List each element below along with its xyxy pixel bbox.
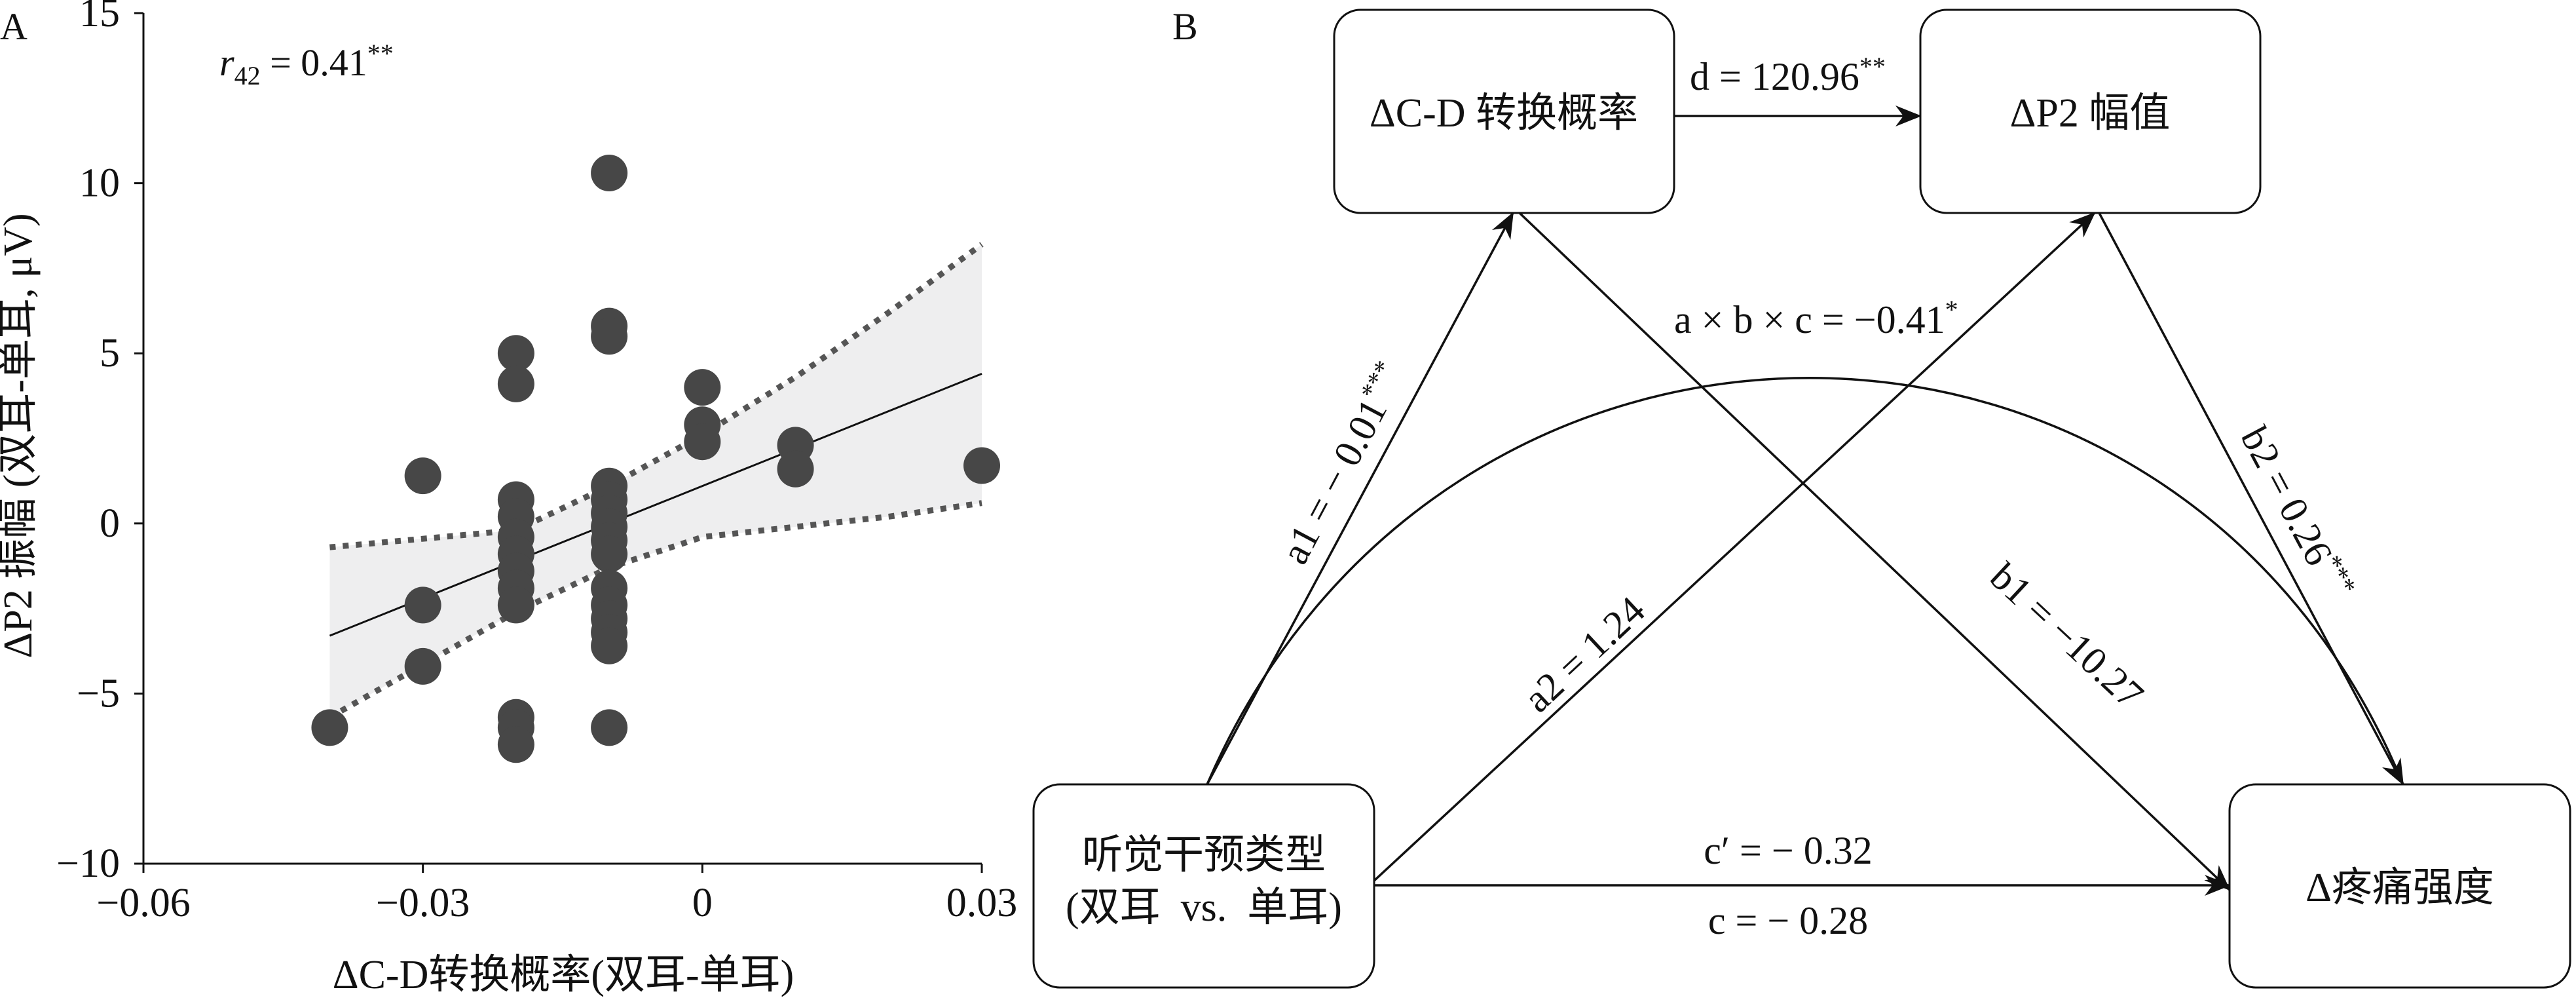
data-point	[963, 447, 1000, 484]
label-abc-text: a × b × c = −0.41	[1674, 298, 1945, 341]
y-tick-label: −5	[77, 671, 120, 716]
node-cd-transition: ΔC-D 转换概率	[1333, 9, 1675, 214]
data-point	[497, 726, 534, 763]
edge-type-to-cd	[1206, 212, 1514, 785]
data-point	[497, 365, 534, 402]
data-point	[404, 586, 441, 624]
x-tick-label: 0.03	[946, 881, 1018, 925]
data-point	[591, 709, 628, 746]
y-tick-label: 0	[100, 501, 120, 546]
y-axis-title: ΔP2 振幅 (双耳-单耳, μV)	[0, 213, 41, 658]
label-abc: a × b × c = −0.41*	[1674, 295, 1958, 341]
x-tick-label: −0.06	[96, 881, 190, 925]
axis-ticks: −0.06 −0.03 0 0.03 −10 −5 0 5 10 15	[56, 0, 1017, 925]
y-tick-label: 10	[79, 161, 120, 206]
scatter-points	[311, 155, 1000, 763]
node-p2-amplitude: ΔP2 幅值	[1919, 9, 2262, 214]
node-pain-box	[2228, 783, 2571, 989]
node-cd-box	[1333, 9, 1675, 214]
label-c: c = − 0.28	[1708, 899, 1868, 942]
panel-a-label: A	[0, 5, 28, 48]
label-d: d = 120.96**	[1690, 52, 1886, 98]
x-tick-label: −0.03	[376, 881, 470, 925]
stat-value: = 0.41	[261, 41, 367, 84]
stat-subscript: 42	[234, 61, 261, 90]
panel-b-mediation-diagram: B ΔC-D 转换概率 ΔP2 幅值 听觉干预类型 (双耳 vs. 单耳) Δ疼…	[1032, 5, 2571, 989]
data-point	[591, 627, 628, 664]
edge-p2-to-pain	[2098, 212, 2404, 786]
label-b1: b1 = −10.27	[1982, 554, 2152, 717]
label-a1: a1 = − 0.01***	[1270, 356, 1414, 571]
panel-b-label: B	[1172, 5, 1198, 48]
correlation-annotation: r42 = 0.41**	[219, 39, 394, 90]
y-tick-label: 5	[100, 331, 120, 375]
edge-type-to-p2	[1373, 212, 2096, 882]
data-point	[497, 586, 534, 624]
node-type-label-line2: (双耳 vs. 单耳)	[1066, 885, 1342, 930]
data-point	[684, 369, 721, 406]
regression-line	[329, 372, 982, 637]
data-point	[684, 423, 721, 461]
node-pain-intensity: Δ疼痛强度	[2228, 783, 2571, 989]
data-point	[591, 155, 628, 192]
node-p2-label: ΔP2 幅值	[2010, 91, 2171, 136]
data-point	[591, 535, 628, 573]
panel-a-scatter: A −0.06 −0.03 0 0.03 −10 −5 0 5 10 15 r42 = 0.41*…	[0, 0, 1017, 997]
node-p2-box	[1919, 9, 2262, 214]
label-abc-sig: *	[1945, 295, 1958, 324]
fit-line-layer	[329, 372, 982, 637]
node-pain-label: Δ疼痛强度	[2305, 866, 2494, 910]
y-tick-label: −10	[56, 841, 120, 886]
data-point	[591, 318, 628, 355]
data-point	[497, 335, 534, 372]
stat-significance: **	[367, 39, 394, 68]
stat-r: r	[219, 41, 234, 84]
label-c-prime: c′ = − 0.32	[1704, 829, 1872, 872]
node-intervention-type: 听觉干预类型 (双耳 vs. 单耳)	[1032, 783, 1375, 989]
data-point	[311, 709, 348, 746]
node-type-label-line1: 听觉干预类型	[1082, 833, 1326, 877]
label-a2: a2 = 1.24	[1516, 588, 1653, 720]
x-tick-label: 0	[692, 881, 713, 925]
node-cd-label: ΔC-D 转换概率	[1370, 91, 1638, 136]
edge-cd-to-pain	[1518, 212, 2231, 891]
x-axis-title: ΔC-D转换概率(双耳-单耳)	[333, 953, 794, 997]
label-d-text: d = 120.96	[1690, 55, 1859, 98]
label-b2: b2 = 0.26***	[2233, 418, 2362, 607]
data-point	[777, 450, 814, 488]
ci-band	[329, 244, 982, 718]
node-type-box	[1032, 783, 1375, 989]
data-point	[404, 457, 441, 495]
label-d-sig: **	[1859, 52, 1886, 81]
edge-total-effect-arc	[1206, 377, 2404, 785]
y-tick-label: 15	[79, 0, 120, 35]
data-point	[404, 647, 441, 685]
